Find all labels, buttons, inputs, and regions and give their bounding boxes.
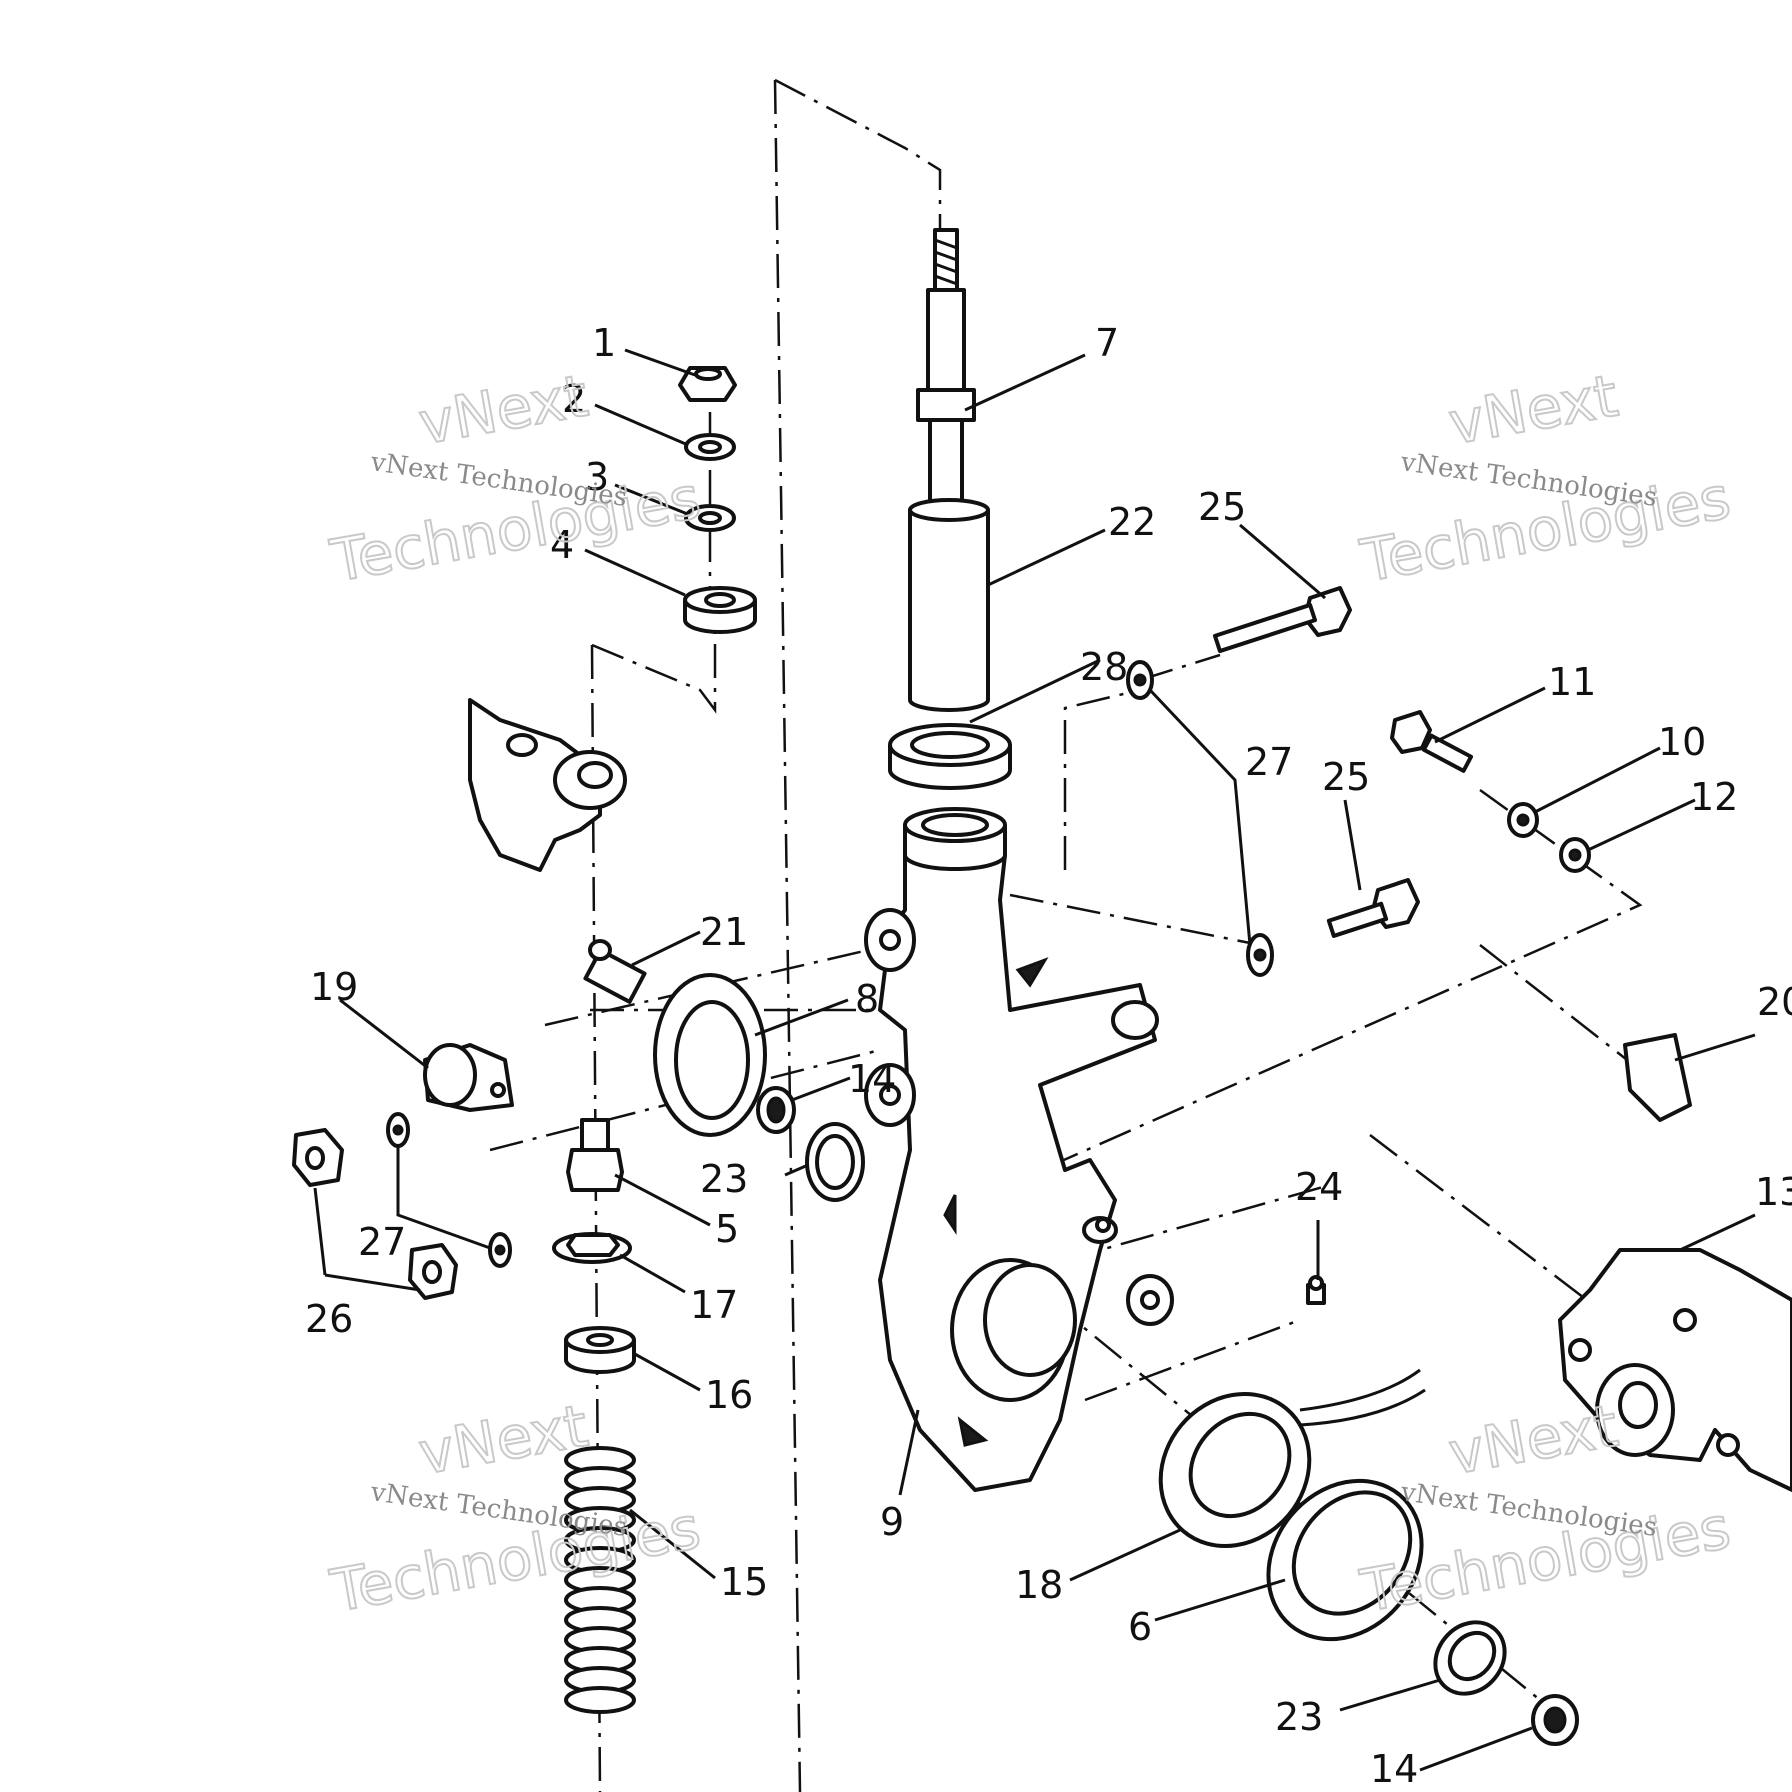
part-19-clamp: [423, 1043, 514, 1112]
callout-18: 18: [1015, 1563, 1063, 1607]
callout-27-left: 27: [358, 1220, 406, 1264]
part-23-spacer-left: [805, 1122, 865, 1202]
part-8-seal-ring: [653, 973, 767, 1137]
upper-bracket: [468, 698, 627, 872]
part-24-grease-nipple: [1306, 1275, 1326, 1305]
callout-24: 24: [1295, 1165, 1343, 1209]
part-15-spring: [564, 1446, 636, 1714]
callout-6: 6: [1128, 1605, 1152, 1649]
part-22-sleeve: [908, 498, 990, 712]
callout-10: 10: [1658, 720, 1706, 764]
part-13-hub-assembly: [1558, 1248, 1792, 1492]
watermark-big-5: vNext: [414, 1391, 593, 1487]
part-12-washer: [1559, 837, 1591, 873]
callout-26: 26: [305, 1297, 353, 1341]
callout-16: 16: [705, 1373, 753, 1417]
part-25-bolt-lower: [1326, 878, 1420, 938]
part-14-bearing-right: [1531, 1694, 1579, 1746]
part-2-washer: [684, 433, 736, 461]
callout-2: 2: [562, 377, 586, 421]
part-11-bolt: [1390, 710, 1474, 773]
leader-lines: [313, 348, 1756, 1772]
part-26-nut-upper: [292, 1128, 344, 1187]
callout-5: 5: [715, 1207, 739, 1251]
part-26-nut-lower: [408, 1243, 458, 1300]
part-23-spacer-right: [1433, 1620, 1507, 1696]
part-27-washer-left-lower: [488, 1232, 512, 1268]
part-25-bolt-upper: [1212, 586, 1352, 654]
part-27-washer-left: [386, 1112, 410, 1148]
callout-27-upper: 27: [1245, 740, 1293, 784]
watermark-big-7: vNext: [1444, 1391, 1623, 1487]
callout-14-right: 14: [1370, 1747, 1418, 1791]
callout-13: 13: [1755, 1170, 1792, 1214]
callout-22: 22: [1108, 500, 1156, 544]
callout-11: 11: [1548, 660, 1596, 704]
callout-20: 20: [1757, 980, 1792, 1024]
part-16-bushing: [564, 1326, 636, 1374]
callout-9: 9: [880, 1500, 904, 1544]
callout-25-upper: 25: [1198, 485, 1246, 529]
part-27-washer-lower: [1246, 933, 1274, 977]
callout-15: 15: [720, 1560, 768, 1604]
callout-23-left: 23: [700, 1157, 748, 1201]
callout-19: 19: [310, 965, 358, 1009]
callout-7: 7: [1095, 321, 1119, 365]
part-18-seal: [1158, 1368, 1426, 1549]
callout-8: 8: [855, 977, 879, 1021]
part-20-wedge: [1623, 1033, 1692, 1122]
part-14-bearing-left: [756, 1086, 796, 1134]
part-17-flange-nut: [552, 1232, 632, 1264]
callout-1: 1: [592, 321, 616, 365]
callout-21: 21: [700, 910, 748, 954]
watermark-big-3: vNext: [1444, 361, 1623, 457]
part-5-fitting: [566, 1118, 624, 1192]
watermark-big-1: vNext: [414, 361, 593, 457]
callout-12: 12: [1690, 775, 1738, 819]
part-28-ring: [888, 723, 1012, 790]
part-21-pin: [583, 939, 647, 1004]
callout-4: 4: [550, 523, 574, 567]
callout-14-left: 14: [848, 1057, 896, 1101]
callout-17: 17: [690, 1283, 738, 1327]
part-3-washer: [684, 504, 736, 532]
part-9-knuckle: [864, 807, 1174, 1492]
part-6-bearing-cup: [1266, 1478, 1424, 1642]
callout-labels: 1 2 3 4 7 22 25 28 27 25 11 10 12 21 19 …: [305, 321, 1792, 1791]
callout-23-right: 23: [1275, 1695, 1323, 1739]
callout-28: 28: [1080, 645, 1128, 689]
part-10-washer: [1507, 802, 1539, 838]
part-27-washer-upper: [1126, 660, 1154, 700]
callout-25-lower: 25: [1322, 755, 1370, 799]
part-7-stub-shaft: [916, 228, 976, 517]
part-4-bushing: [683, 586, 757, 634]
callout-3: 3: [585, 455, 609, 499]
